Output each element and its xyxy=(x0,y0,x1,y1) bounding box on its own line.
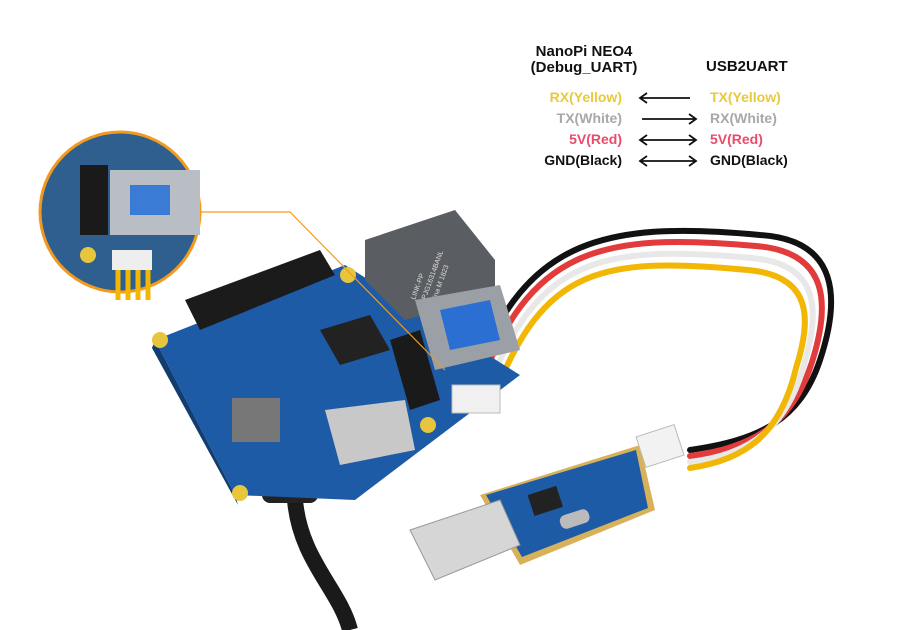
usb2uart-adapter xyxy=(409,423,685,581)
usb-c-cable xyxy=(287,499,358,630)
left-title: NanoPi NEO4 (Debug_UART) xyxy=(520,44,648,76)
left-title-line1: NanoPi NEO4 xyxy=(535,43,633,60)
right-label: RX(White) xyxy=(710,110,777,126)
right-label: TX(Yellow) xyxy=(710,89,781,105)
legend-row-5v: 5V(Red) 5V(Red) xyxy=(520,131,810,151)
arrow-both-icon xyxy=(638,155,698,167)
legend-row-gnd: GND(Black) GND(Black) xyxy=(520,152,810,172)
right-label: 5V(Red) xyxy=(710,131,763,147)
uart-cable xyxy=(467,227,835,471)
nanopi-neo4-board xyxy=(152,250,520,505)
left-label: TX(White) xyxy=(556,110,622,126)
left-label: GND(Black) xyxy=(544,152,622,168)
right-title: USB2UART xyxy=(706,58,788,75)
usb-a-port xyxy=(415,285,520,370)
left-label: RX(Yellow) xyxy=(549,89,622,105)
legend-row-rx: RX(Yellow) TX(Yellow) xyxy=(520,89,810,109)
zoom-callout xyxy=(38,130,446,371)
arrow-right-icon xyxy=(642,113,698,125)
arrow-left-icon xyxy=(638,92,690,104)
wiring-legend: NanoPi NEO4 (Debug_UART) USB2UART RX(Yel… xyxy=(520,40,810,180)
legend-row-tx: TX(White) RX(White) xyxy=(520,110,810,130)
uart-connector xyxy=(451,384,501,414)
left-title-line2: (Debug_UART) xyxy=(530,59,638,76)
right-label: GND(Black) xyxy=(710,152,788,168)
arrow-both-icon xyxy=(638,134,698,146)
left-label: 5V(Red) xyxy=(569,131,622,147)
